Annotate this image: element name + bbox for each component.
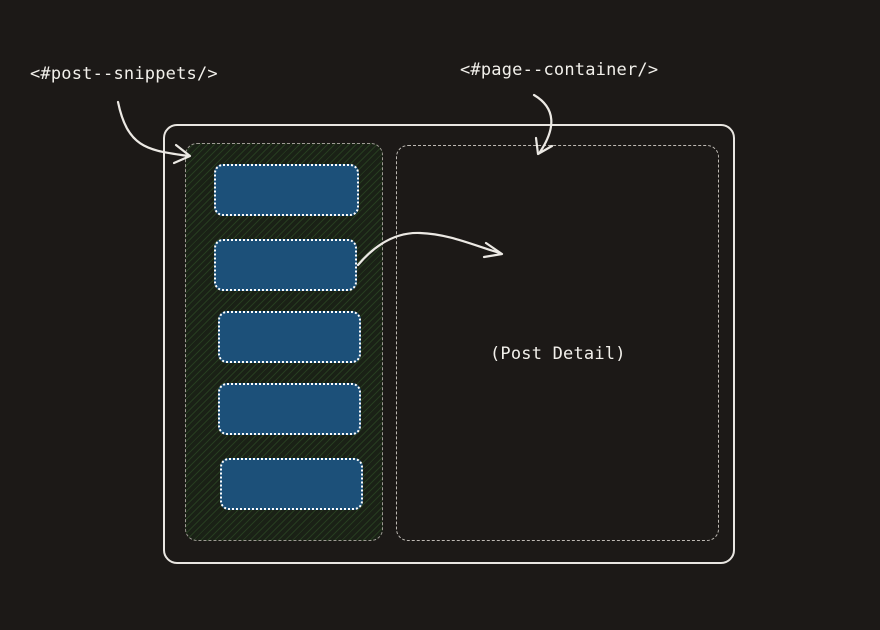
page-container-label: <#page--container/> — [460, 60, 659, 80]
snippet-to-detail-arrow — [356, 231, 502, 267]
container-pointer-arrowhead — [534, 136, 554, 156]
container-pointer-arrow — [532, 93, 553, 154]
post-snippet-1[interactable] — [214, 164, 359, 216]
page-container-frame — [163, 124, 735, 564]
snippets-pointer-arrow — [116, 100, 190, 158]
post-snippet-4[interactable] — [218, 383, 361, 435]
post-detail-label: (Post Detail) — [490, 344, 626, 364]
post-snippet-5[interactable] — [220, 458, 363, 510]
snippet-to-detail-arrowhead — [482, 241, 504, 259]
post-detail-panel — [396, 145, 719, 541]
post-snippet-3[interactable] — [218, 311, 361, 363]
post-snippet-2[interactable] — [214, 239, 357, 291]
snippets-pointer-arrowhead — [172, 143, 192, 165]
post-snippets-label: <#post--snippets/> — [30, 64, 218, 84]
